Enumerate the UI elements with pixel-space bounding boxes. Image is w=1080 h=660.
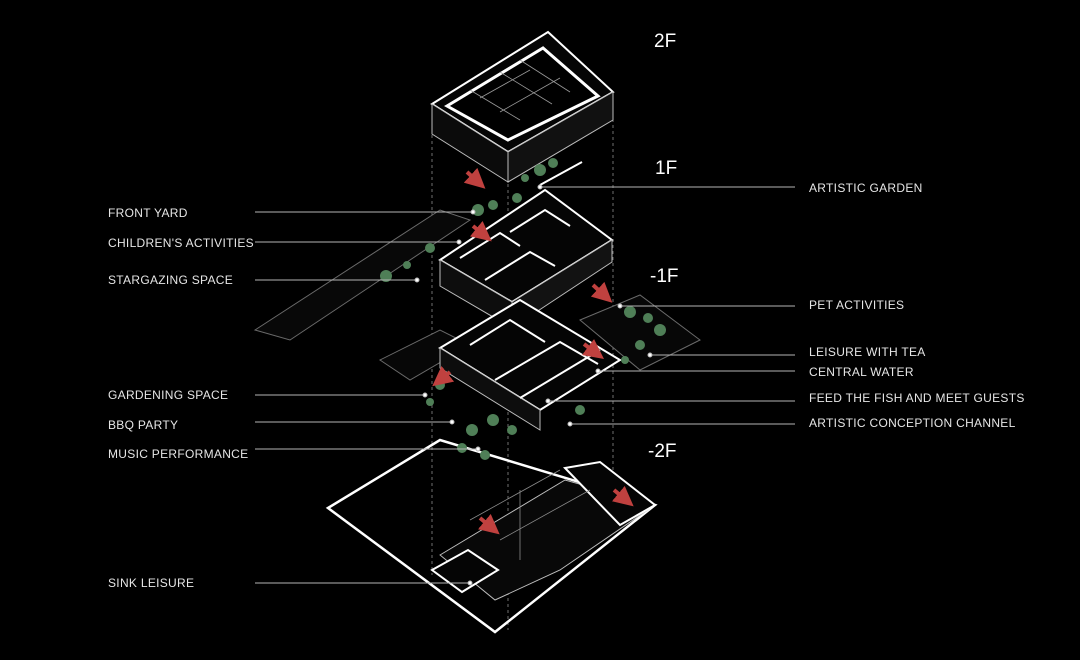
label-leisure-with-tea: LEISURE WITH TEA [809, 345, 926, 359]
floor-label-1f: 1F [655, 158, 678, 179]
leader-lines-left [255, 209, 481, 586]
label-central-water: CENTRAL WATER [809, 365, 914, 379]
leader-lines-right [537, 184, 795, 427]
floor-label-b2: -2F [648, 441, 677, 462]
tree-cluster [380, 158, 666, 460]
label-bbq-party: BBQ PARTY [108, 418, 179, 432]
floor-label-b1: -1F [650, 266, 679, 287]
circulation-arrows [432, 167, 634, 535]
label-stargazing-space: STARGAZING SPACE [108, 273, 234, 287]
label-artistic-conception-channel: ARTISTIC CONCEPTION CHANNEL [809, 416, 1016, 430]
label-pet-activities: PET ACTIVITIES [809, 298, 905, 312]
floor-b2-block [325, 438, 658, 634]
label-music-performance: MUSIC PERFORMANCE [108, 447, 249, 461]
label-feed-the-fish: FEED THE FISH AND MEET GUESTS [809, 391, 1025, 405]
label-artistic-garden: ARTISTIC GARDEN [809, 181, 923, 195]
floor-label-2f: 2F [654, 31, 677, 52]
label-front-yard: FRONT YARD [108, 206, 188, 220]
floor-2f-block [430, 30, 615, 183]
label-sink-leisure: SINK LEISURE [108, 576, 195, 590]
label-childrens-activities: CHILDREN'S ACTIVITIES [108, 236, 254, 250]
label-gardening-space: GARDENING SPACE [108, 388, 229, 402]
